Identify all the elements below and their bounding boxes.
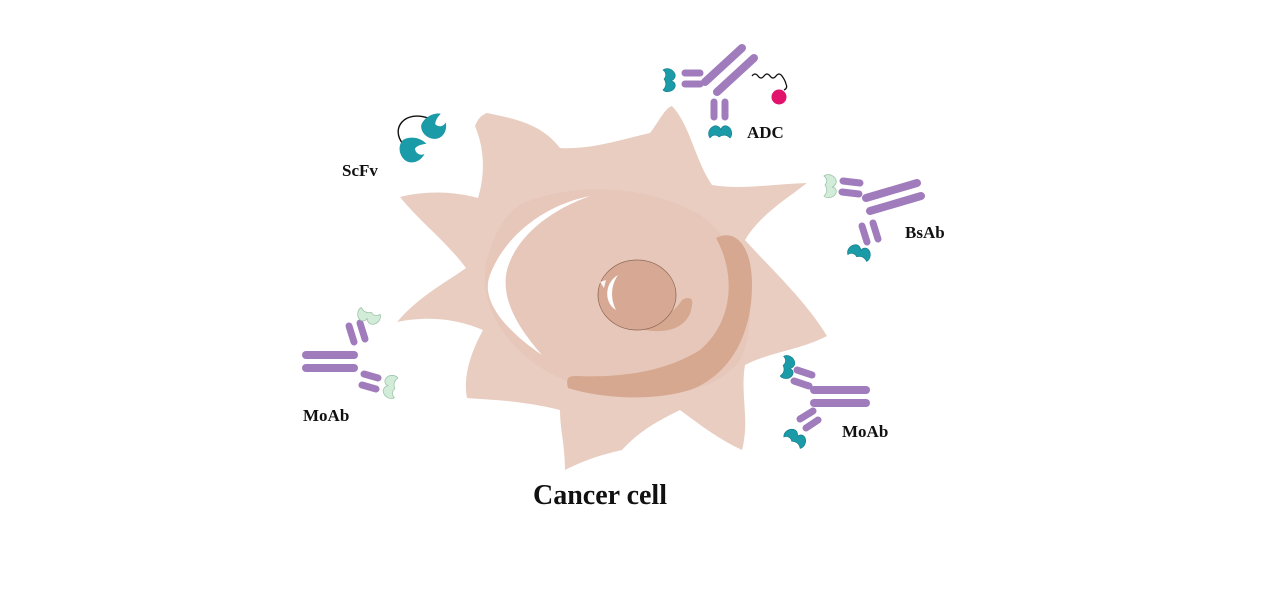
cancer-cell	[397, 106, 827, 470]
moab-right-label: MoAb	[842, 422, 888, 441]
adc-label: ADC	[747, 123, 784, 142]
moab-right-antibody	[779, 354, 870, 450]
scfv-fragment	[397, 113, 447, 163]
moab-left-label: MoAb	[303, 406, 349, 425]
scfv-label: ScFv	[342, 161, 378, 180]
drug-payload	[771, 89, 787, 105]
nucleus	[597, 259, 693, 332]
moab-left-antibody	[302, 306, 399, 400]
cell-highlight	[487, 196, 590, 355]
cell-shadow-crescent	[567, 235, 752, 398]
bsab-label: BsAb	[905, 223, 945, 242]
adc-linker	[751, 73, 788, 91]
cancer-cell-title: Cancer cell	[533, 480, 667, 511]
scfv-linker	[397, 115, 429, 145]
adc-antibody	[662, 44, 788, 139]
bsab-antibody	[823, 174, 925, 263]
